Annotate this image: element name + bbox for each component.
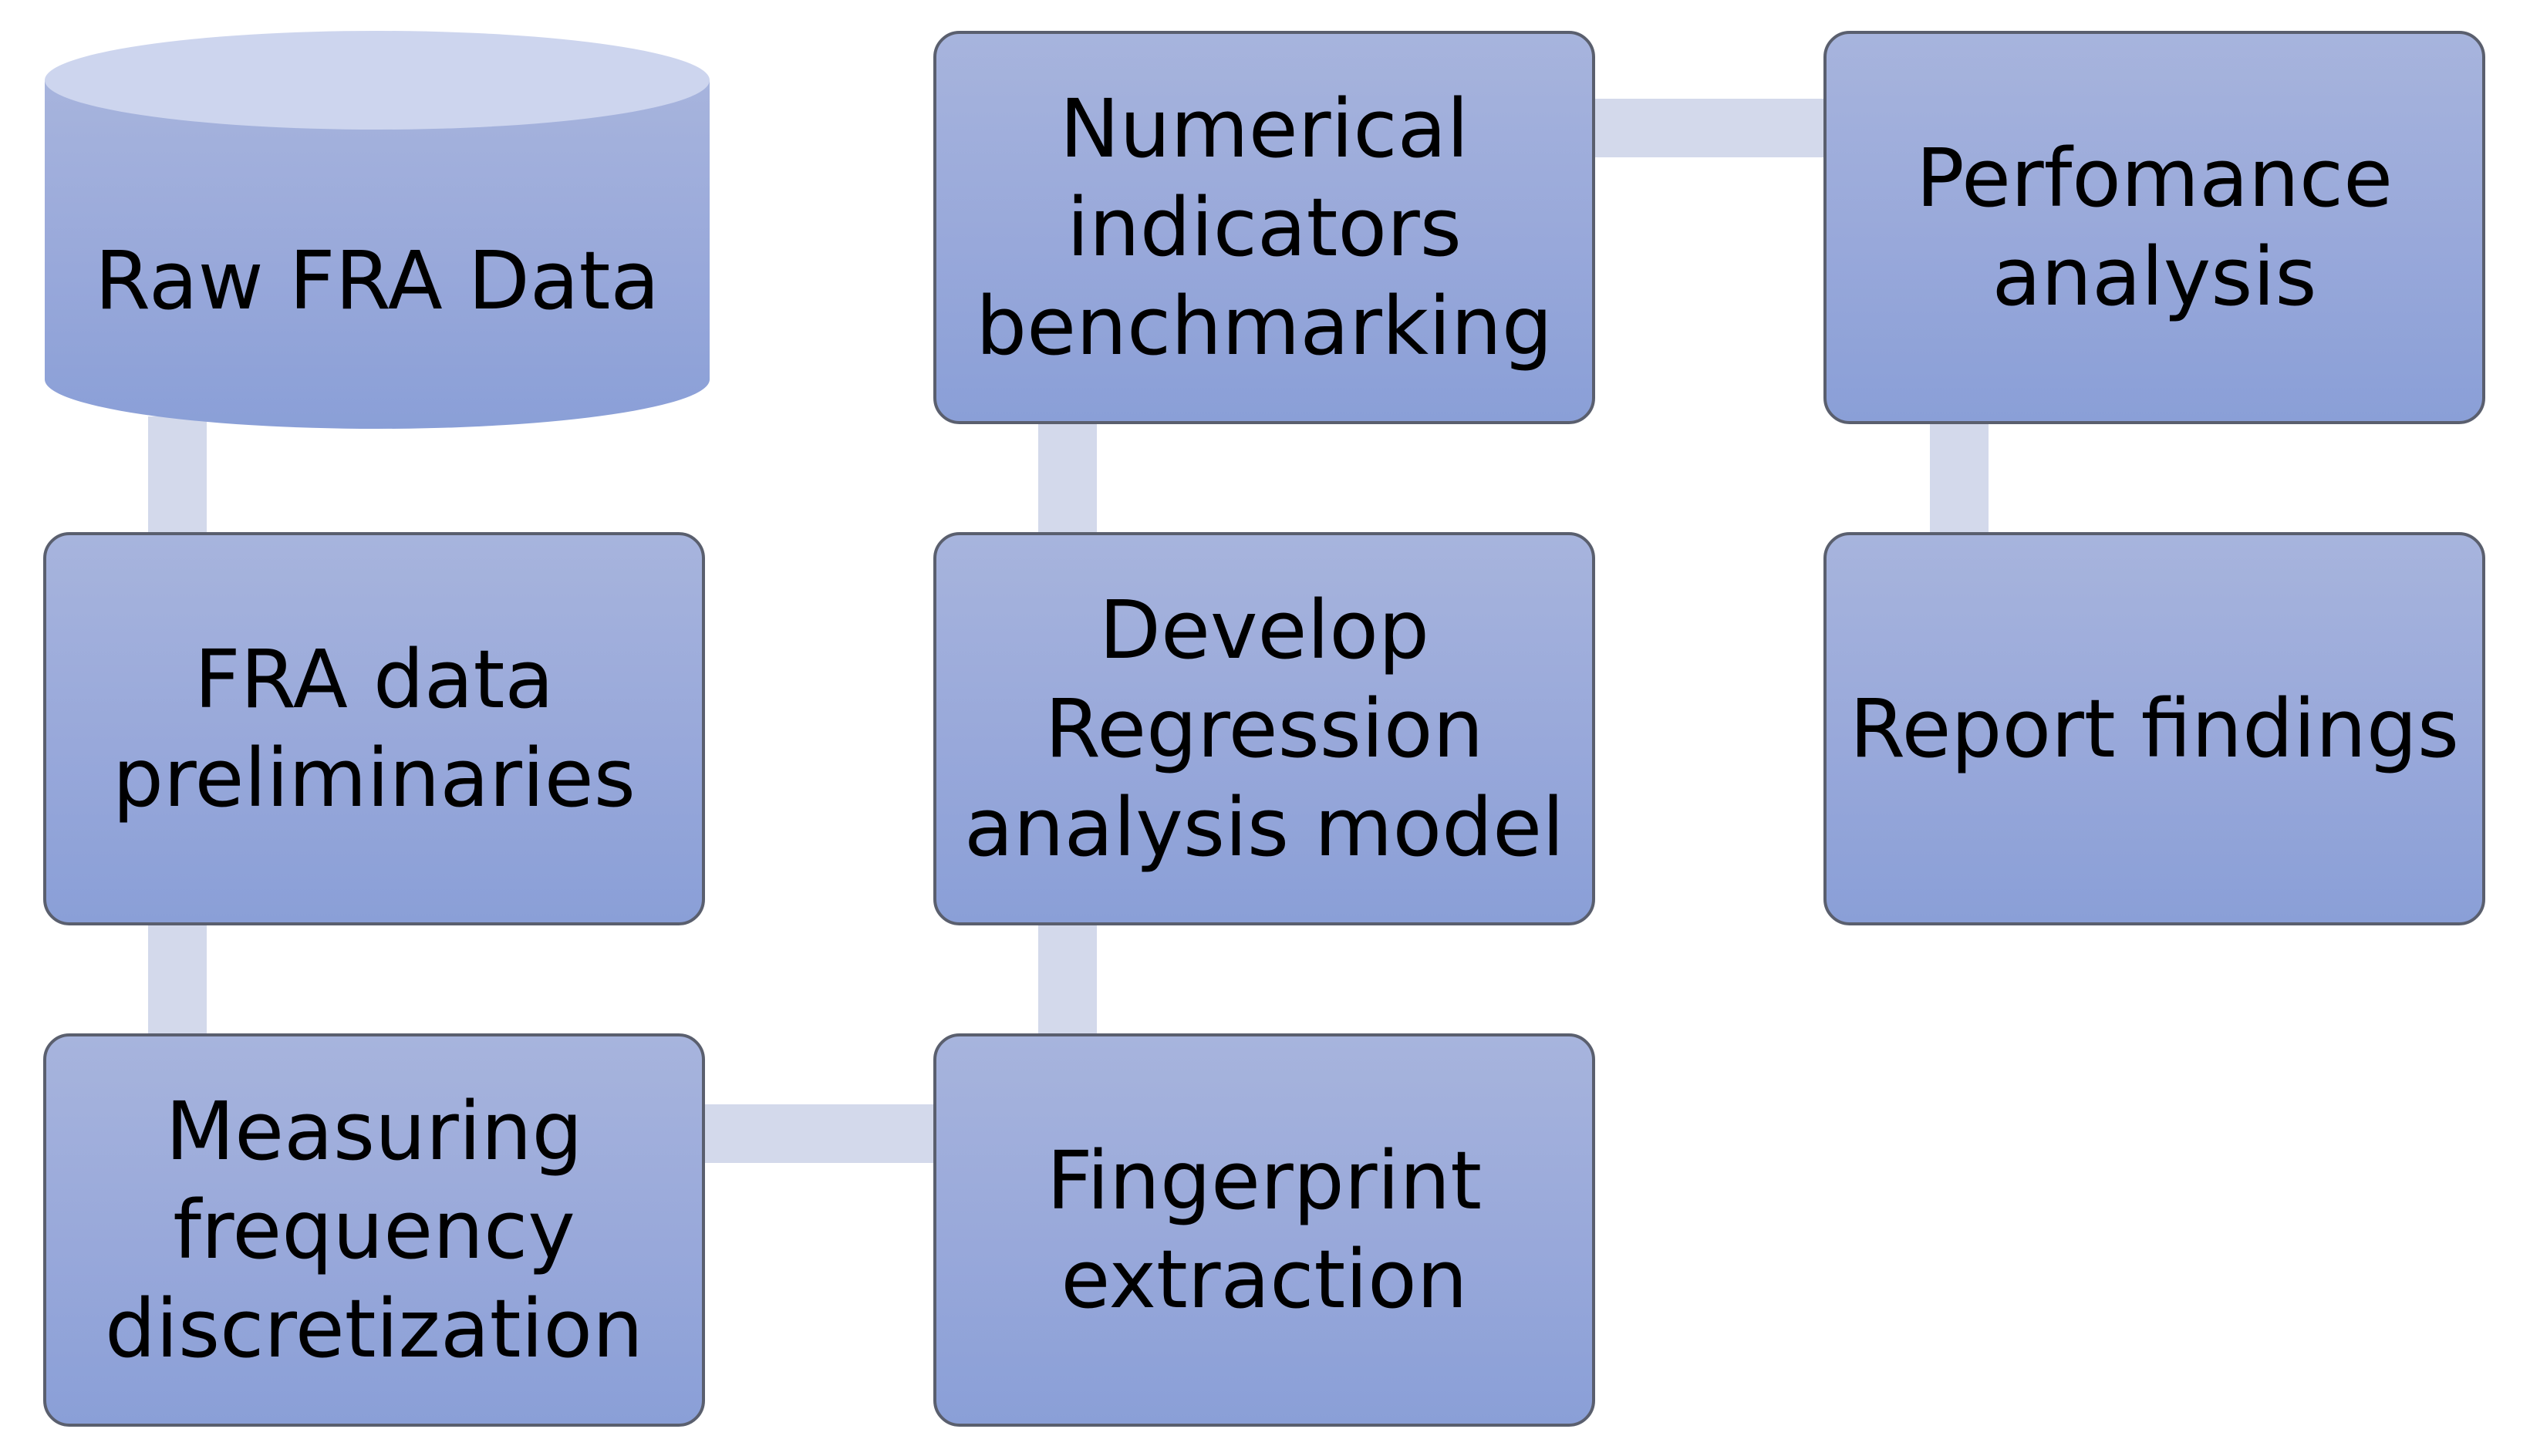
connector-preliminaries-to-discretization (148, 925, 207, 1049)
regression-label: Develop Regression analysis model (964, 583, 1564, 875)
preliminaries-box: FRA data preliminaries (43, 532, 705, 925)
performance-box: Perfomance analysis (1823, 31, 2485, 424)
connector-performance-to-report (1930, 416, 1989, 540)
raw-data-label: Raw FRA Data (94, 234, 660, 328)
connector-raw-to-preliminaries (148, 416, 207, 540)
preliminaries-label: FRA data preliminaries (113, 632, 636, 825)
report-box: Report findings (1823, 532, 2485, 925)
discretization-label: Measuring frequency discretization (105, 1084, 643, 1376)
database-cylinder-shape (45, 31, 710, 429)
benchmarking-box: Numerical indicators benchmarking (933, 31, 1595, 424)
fingerprint-box: Fingerprint extraction (933, 1033, 1595, 1427)
report-label: Report findings (1849, 682, 2460, 776)
connector-fingerprint-to-regression (1038, 925, 1097, 1049)
performance-label: Perfomance analysis (1915, 131, 2393, 324)
raw-data-cylinder: Raw FRA Data (43, 29, 711, 430)
connector-benchmarking-to-performance (1594, 99, 1833, 157)
fingerprint-label: Fingerprint extraction (1046, 1134, 1483, 1326)
connector-discretization-to-fingerprint (702, 1104, 941, 1163)
regression-box: Develop Regression analysis model (933, 532, 1595, 925)
connector-regression-to-benchmarking (1038, 416, 1097, 540)
benchmarking-label: Numerical indicators benchmarking (976, 82, 1553, 373)
discretization-box: Measuring frequency discretization (43, 1033, 705, 1427)
